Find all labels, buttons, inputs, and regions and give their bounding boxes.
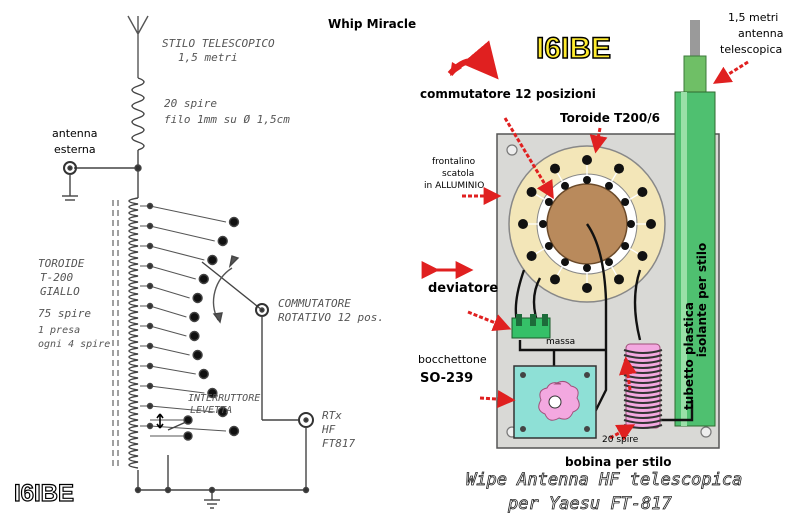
winding-tap xyxy=(146,202,154,210)
stilo-label-2: 1,5 metri xyxy=(178,51,238,64)
frontalino-label-3: in ALLUMINIO xyxy=(424,181,485,191)
bobina-label: bobina per stilo xyxy=(565,455,672,469)
winding-tap xyxy=(146,402,154,410)
frontalino-label-2: scatola xyxy=(442,169,475,179)
deviatore-label: deviatore xyxy=(428,281,499,296)
switch-contact xyxy=(192,349,203,361)
toroid-terminal xyxy=(614,163,624,174)
switch-contact xyxy=(198,368,209,380)
toroid-label-1: TOROIDE xyxy=(38,257,85,270)
antenna-shield xyxy=(690,20,700,60)
caption-line-2: per Yaesu FT-817 xyxy=(508,494,673,514)
rotor-contact xyxy=(544,242,553,250)
toroid-label-3: GIALLO xyxy=(40,285,80,298)
winding-tap xyxy=(146,322,154,330)
toroid-terminal xyxy=(637,251,648,261)
rotor-contact xyxy=(583,176,591,184)
antenna-tele-label-3: telescopica xyxy=(720,43,783,56)
rotor-contact xyxy=(561,181,569,190)
build-drawing xyxy=(421,20,749,449)
rotor-contact xyxy=(605,258,613,267)
switch-contact xyxy=(228,216,240,228)
winding-tap xyxy=(146,362,154,370)
rtx-label-3: FT817 xyxy=(322,437,356,450)
commutatore-label-1: COMMUTATORE xyxy=(278,297,351,310)
lever-switch xyxy=(167,421,187,431)
whip-antenna-icon xyxy=(127,15,149,78)
bocchettone-label-1: bocchettone xyxy=(418,353,487,366)
toroid-terminal xyxy=(518,219,528,229)
coil-label-2: filo 1mm su Ø 1,5cm xyxy=(164,113,290,126)
switch-contact xyxy=(217,235,228,247)
rotor-contact xyxy=(605,181,613,190)
whip-coil xyxy=(623,343,663,429)
toroid-winding xyxy=(128,197,139,469)
winding-tap xyxy=(146,282,154,290)
commutatore12-label: commutatore 12 posizioni xyxy=(420,87,596,101)
winding-tap xyxy=(146,422,154,430)
winding-tap xyxy=(146,242,154,250)
toroid-terminal xyxy=(526,251,537,261)
toroid-terminal xyxy=(550,274,560,285)
switch-contact xyxy=(228,425,240,437)
spire-label-3: ogni 4 spire xyxy=(38,339,111,350)
callsign-logo-top: I6IBE xyxy=(535,32,612,65)
switch-contact xyxy=(198,273,209,285)
rotor-contact xyxy=(621,242,630,250)
toroid-terminal xyxy=(637,187,648,197)
antenna-tele-label-1: 1,5 metri xyxy=(728,11,779,24)
toroide-label: Toroide T200/6 xyxy=(560,111,660,125)
stilo-label-1: STILO TELESCOPICO xyxy=(162,37,275,50)
air-coil xyxy=(131,77,145,151)
rotor-contact xyxy=(561,258,569,267)
interruttore-label-2: LEVETTA xyxy=(190,405,233,416)
antenna-esterna-label-2: esterna xyxy=(54,143,96,156)
switch-contact xyxy=(217,406,228,418)
toroid-label-2: T-200 xyxy=(40,271,74,284)
switch-contact xyxy=(207,387,218,399)
rotor-contact xyxy=(621,198,630,206)
rotor-contact xyxy=(583,264,591,272)
rtx-label-1: RTx xyxy=(322,409,342,422)
diagram-title: Whip Miracle xyxy=(328,17,417,31)
coil-label-1: 20 spire xyxy=(164,97,217,110)
caption-line-1: Wipe Antenna HF telescopica xyxy=(466,470,743,490)
toroid-terminal xyxy=(614,274,624,285)
isolante-label: isolante per stilo xyxy=(695,242,709,358)
bocchettone-label-2: SO-239 xyxy=(420,371,474,386)
switch-contact xyxy=(207,254,218,266)
interruttore-label-1: INTERRUTTORE xyxy=(188,393,261,404)
toroid-terminal xyxy=(550,163,560,174)
winding-tap xyxy=(146,342,154,350)
callsign-logo-bottom: I6IBE xyxy=(13,480,75,507)
spire20-label: 20 spire xyxy=(602,435,639,445)
lever-contact xyxy=(183,431,193,441)
winding-tap xyxy=(146,302,154,310)
toroid-terminal xyxy=(582,283,592,293)
antenna-esterna-label-1: antenna xyxy=(52,127,98,140)
rotor-contact xyxy=(627,220,635,228)
switch-contact xyxy=(189,311,200,323)
rtx-label-2: HF xyxy=(322,423,336,436)
frontalino-label-1: frontalino xyxy=(432,157,476,167)
antenna-tele-label-2: antenna xyxy=(738,27,784,40)
tubetto-label: tubetto plastica xyxy=(682,302,696,410)
toroid-terminal xyxy=(526,187,537,197)
massa-label: massa xyxy=(546,337,576,347)
winding-tap xyxy=(146,222,154,230)
rotor-contact xyxy=(539,220,547,228)
commutatore-label-2: ROTATIVO 12 pos. xyxy=(278,311,384,324)
spire-label-2: 1 presa xyxy=(38,325,81,336)
winding-tap xyxy=(146,262,154,270)
winding-tap xyxy=(146,382,154,390)
schematic xyxy=(62,15,314,509)
toroid-terminal xyxy=(646,219,656,229)
rotor-contact xyxy=(544,198,553,206)
switch-contact xyxy=(192,292,203,304)
toroid-terminal xyxy=(582,155,592,165)
switch-contact xyxy=(189,330,200,342)
spire-label-1: 75 spire xyxy=(38,307,91,320)
